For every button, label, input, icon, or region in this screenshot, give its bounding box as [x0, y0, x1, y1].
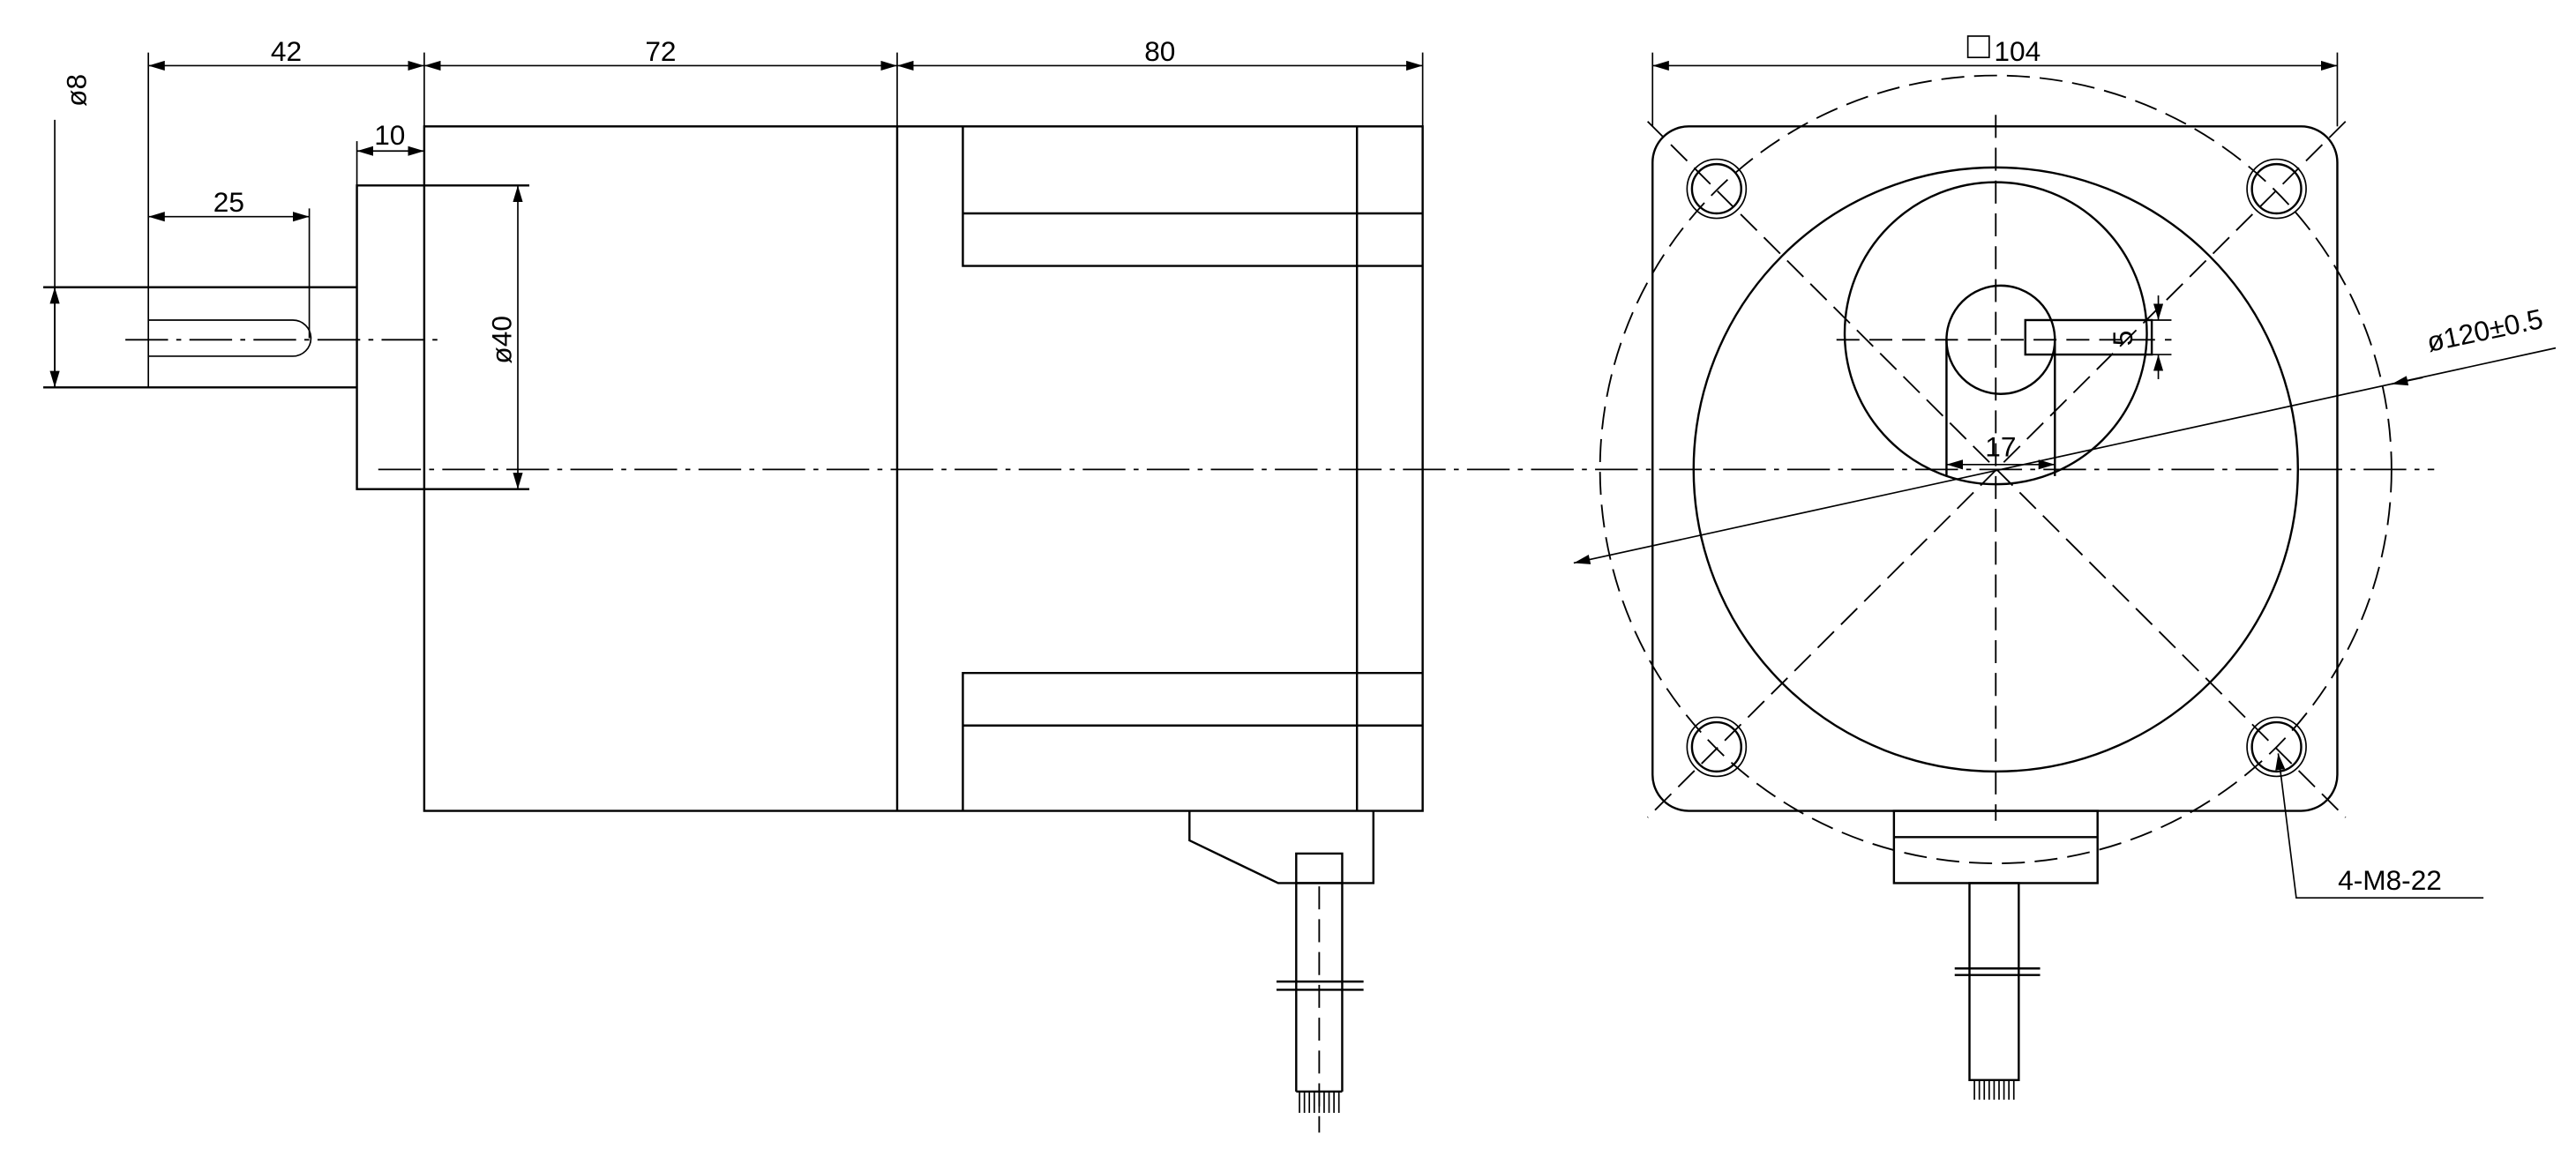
- front-connector: [1892, 810, 2099, 1101]
- flange-pilot: ø40 10: [356, 119, 530, 490]
- dim-17: 17: [1985, 430, 2016, 462]
- dim-72: 72: [645, 35, 676, 67]
- pcd-circle: [1599, 74, 2393, 865]
- dim-square: 104: [1994, 35, 2041, 67]
- shaft: ø8 25: [43, 74, 445, 389]
- square-symbol-icon: [1966, 35, 1990, 58]
- mounting-holes: [1686, 158, 2307, 778]
- hole-callout: 4-M8-22: [2338, 864, 2442, 896]
- front-view: 104 5 17 ø120±0.5 4-M8-22: [1573, 35, 2557, 1101]
- side-view: 42 72 80 ø40 10 ø8 25: [43, 35, 1424, 1133]
- dim-pilot-dia: ø40: [486, 316, 518, 364]
- dim-80: 80: [1144, 35, 1175, 67]
- dim-10: 10: [374, 119, 405, 151]
- dim-25: 25: [213, 186, 244, 218]
- side-connector: [1188, 810, 1375, 1133]
- dim-shaft-dia: ø8: [60, 74, 92, 107]
- dim-42: 42: [271, 35, 302, 67]
- dim-pcd: ø120±0.5: [2424, 302, 2546, 358]
- length-dimensions: 42 72 80: [147, 35, 1424, 287]
- dim-key-height: 5: [2107, 331, 2138, 347]
